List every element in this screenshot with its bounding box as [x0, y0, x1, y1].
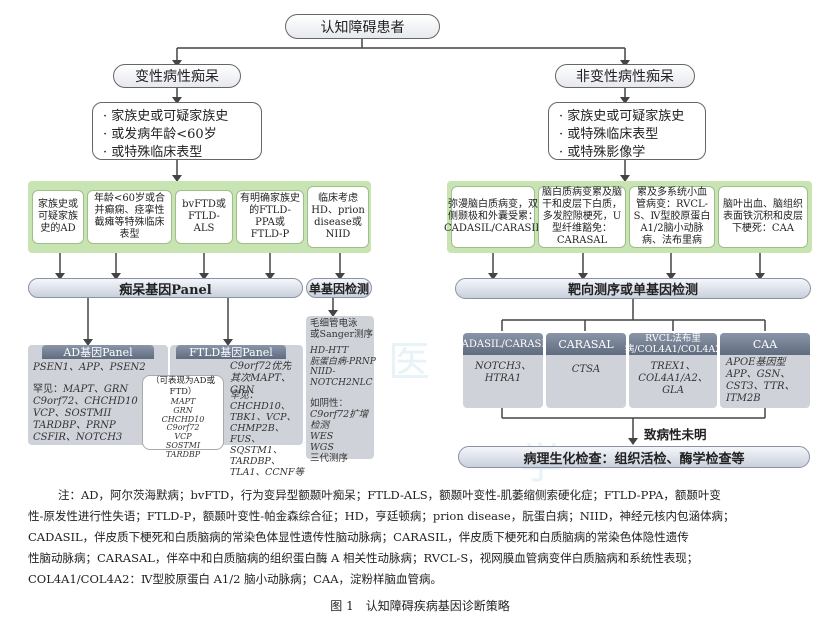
overlap-gene-list: MAPT GRN CHCHD10 C9orf72 VCP SOSTMI TARD…: [143, 397, 223, 460]
ad-rare-genes: MAPT、GRN: [63, 384, 129, 395]
condition-caa: 脑叶出血、脑组织表面铁沉积和皮层下梗死：CAA: [718, 186, 808, 248]
ftld-rare-genes: 罕见：CHCHD10、: [230, 390, 291, 412]
caa-gene: APOE基因型: [726, 357, 786, 368]
overlap-title: （可表现为AD或FTD）: [151, 376, 215, 397]
note-line: 性脑动脉病；CARASAL，伴卒中和白质脑病的组织蛋白酶 A 相关性动脉病；RV…: [28, 551, 699, 565]
ad-rare-genes: C9orf72、CHCHD10: [33, 396, 138, 407]
note-line: 注：AD，阿尔茨海默病；bvFTD，行为变异型额颞叶痴呆；FTLD-ALS，额颞…: [58, 488, 721, 502]
right-branch-title: 非变性病性痴呆: [555, 64, 695, 88]
note-line: 性-原发性进行性失语；FTLD-P，额颞叶变性-帕金森综合征；HD，亨廷顿病；p…: [28, 509, 735, 523]
left-branch-title: 变性病性痴呆: [113, 64, 241, 88]
condition-early-onset: 年龄<60岁或合并癫痫、痉挛性截瘫等特殊临床表型: [87, 190, 172, 244]
extra-test: 三代测序: [310, 453, 349, 464]
cadasil-gene: NOTCH3、: [474, 361, 532, 372]
single-gene-box: [306, 316, 374, 459]
caa-gene: ITM2B: [726, 393, 761, 404]
single-gene-method: 毛细管电泳 或Sanger测序: [310, 318, 374, 340]
caa-genes: APOE基因型 APP、GSN、 CST3、TTR、 ITM2B: [726, 357, 810, 405]
ftld-panel-title: FTLD基因Panel: [176, 345, 286, 359]
ad-panel-rare-list: 罕见：MAPT、GRN C9orf72、CHCHD10 VCP、SOSTMII …: [33, 384, 165, 444]
ftld-priority: C9orf72优先: [230, 361, 292, 372]
caa-panel-title: CAA: [720, 333, 810, 355]
targeted-sequencing-band: 靶向测序或单基因检测: [455, 278, 811, 299]
pathology-band: 病理生化检查：组织活检、酶学检查等: [458, 446, 810, 468]
cadasil-genes: NOTCH3、 HTRA1: [463, 361, 543, 385]
extra-test: WGS: [310, 442, 334, 453]
ftld-priority-list: C9orf72优先 其次MAPT、GRN: [230, 361, 302, 397]
ad-panel-rare-label: 罕见：: [33, 384, 63, 395]
ftld-rare-genes: TLA1、CCNF等: [230, 467, 304, 478]
note-line: CADASIL，伴皮质下梗死和白质脑病的常染色体显性遗传性脑动脉病；CARASI…: [28, 530, 689, 544]
ad-panel-title: AD基因Panel: [42, 345, 154, 359]
condition-rvcl: 累及多系统小血管病变：RVCL-S、Ⅳ型胶原蛋白A1/2脑小动脉病、法布里病: [629, 186, 715, 248]
negative-label: 如阴性：: [310, 398, 349, 409]
rvcl-gene: GLA: [662, 385, 684, 396]
single-gene-method-line: 或Sanger测序: [310, 329, 374, 340]
carasal-genes: CTSA: [546, 364, 626, 376]
condition-bvftd: bvFTD或FTLD-ALS: [175, 190, 233, 244]
overlap-gene: MAPT: [170, 397, 196, 406]
ftld-rare-genes: TBK1、VCP、: [230, 412, 296, 423]
ftld-rare-genes: CHMP2B、FUS、: [230, 423, 285, 445]
root-node: 认知障碍患者: [285, 14, 440, 39]
single-gene-method-line: 毛细管电泳: [310, 318, 358, 329]
cadasil-panel-title: CADASIL/CARASIL: [454, 333, 552, 355]
single-gene-negative: 如阴性： C9orf72扩增检测 WES WGS 三代测序: [310, 398, 376, 464]
left-criterion: · 或特殊临床表型: [103, 145, 203, 160]
watermark-char-1: 医: [388, 337, 431, 386]
rvcl-panel-title: RVCL法布里病/COL4A1/COL4A2: [624, 333, 722, 355]
left-criteria-box: · 家族史或可疑家族史 · 或发病年龄<60岁 · 或特殊临床表型: [92, 102, 262, 160]
single-gene-item: NIID-NOTCH2NLC: [310, 367, 373, 388]
figure-caption: 图 1 认知障碍疾病基因诊断策略: [330, 599, 510, 613]
condition-hd-prion-niid: 临床考虑HD、prion disease或NIID: [307, 186, 369, 248]
rvcl-gene: TREX1、: [650, 361, 696, 372]
single-gene-item: HD-HTT: [310, 346, 349, 356]
carasal-gene: CTSA: [571, 364, 601, 375]
note-line: COL4A1/COL4A2：Ⅳ型胶原蛋白 A1/2 脑小动脉病；CAA，淀粉样脑…: [28, 572, 442, 586]
carasal-panel-title: CARASAL: [546, 333, 626, 355]
caa-gene: CST3、TTR、: [726, 381, 795, 392]
overlap-gene: CHCHD10: [161, 414, 205, 424]
ftld-rare-list: 罕见：CHCHD10、 TBK1、VCP、 CHMP2B、FUS、 SQSTM1…: [230, 390, 304, 478]
right-criterion: · 或特殊临床表型: [559, 127, 659, 142]
right-criterion: · 或特殊影像学: [559, 145, 646, 160]
right-criterion: · 家族史或可疑家族史: [559, 109, 685, 124]
condition-ad-family: 家族史或可疑家族史的AD: [32, 190, 84, 244]
ad-rare-genes: VCP、SOSTMII: [33, 408, 112, 419]
cadasil-gene: HTRA1: [484, 373, 522, 384]
single-gene-item: 朊蛋白病-PRNP: [310, 356, 376, 367]
ad-panel-main-genes: PSEN1、APP、PSEN2: [33, 362, 146, 373]
ftld-rare-genes: SQSTM1、TARDBP、: [230, 445, 283, 467]
extra-test: WES: [310, 431, 334, 442]
single-gene-band: 单基因检测: [306, 278, 372, 298]
overlap-gene: VCP: [174, 432, 192, 442]
c9-expansion: C9orf72扩增检测: [310, 409, 369, 431]
left-criterion: · 家族史或可疑家族史: [103, 109, 229, 124]
rvcl-genes: TREX1、 COL4A1/A2、 GLA: [629, 361, 717, 397]
ad-rare-genes: TARDBP、PRNP: [33, 420, 116, 431]
overlap-gene: GRN: [173, 405, 193, 415]
pathogenicity-unknown: 致病性未明: [644, 427, 707, 442]
ad-rare-genes: CSFIR、NOTCH3: [33, 432, 123, 443]
ftld-priority: 其次MAPT、GRN: [230, 373, 291, 396]
right-criteria-box: · 家族史或可疑家族史 · 或特殊临床表型 · 或特殊影像学: [548, 102, 706, 160]
left-criterion: · 或发病年龄<60岁: [103, 127, 217, 142]
connector-lines: [55, 38, 766, 445]
condition-carasal: 脑白质病变累及脑干和皮层下白质，多发腔隙梗死，U型纤维豁免：CARASAL: [538, 186, 626, 248]
dementia-panel-band: 痴呆基因Panel: [28, 278, 303, 298]
overlap-genes-box: （可表现为AD或FTD） MAPT GRN CHCHD10 C9orf72 VC…: [142, 375, 224, 459]
condition-ftld-ppa: 有明确家族史的FTLD-PPA或FTLD-P: [236, 190, 304, 244]
caa-gene: APP、GSN、: [726, 369, 791, 380]
single-gene-list: HD-HTT 朊蛋白病-PRNP NIID-NOTCH2NLC: [310, 346, 376, 388]
overlap-gene: TARDBP: [165, 449, 201, 459]
overlap-gene: C9orf72: [166, 423, 200, 433]
condition-cadasil: 弥漫脑白质病变，双侧颞极和外囊受累：CADASIL/CARASIL: [444, 186, 542, 248]
figure-notes: 注：AD，阿尔茨海默病；bvFTD，行为变异型额颞叶痴呆；FTLD-ALS，额颞…: [28, 485, 818, 590]
rvcl-gene: COL4A1/A2、: [638, 373, 708, 384]
overlap-gene: SOSTMI: [165, 440, 201, 450]
